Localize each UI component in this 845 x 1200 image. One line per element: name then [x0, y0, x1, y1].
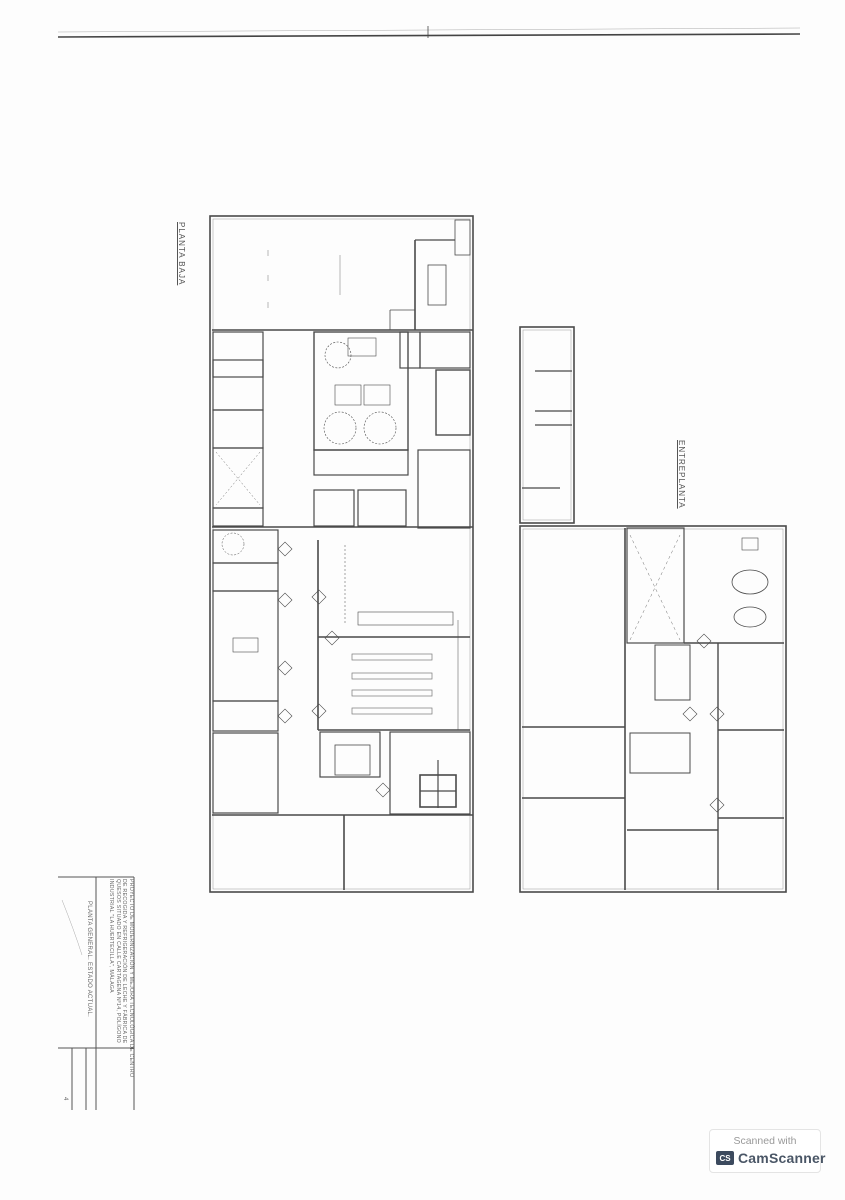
header-rule	[57, 26, 801, 38]
project-line-3: QUESOS SITUADO EN CALLE CARTAGENA Nº14, …	[115, 879, 121, 1043]
camscanner-logo-icon: CS	[716, 1151, 734, 1165]
project-description: PROYECTO DE MODERNIZACIÓN Y MEJORA TECNO…	[108, 879, 135, 1078]
entreplanta-plan	[519, 326, 787, 893]
sheet-number: 4	[62, 1097, 68, 1101]
watermark-brand: CS CamScanner	[716, 1150, 826, 1166]
title-block-frame	[58, 876, 135, 1110]
project-line-1: PROYECTO DE MODERNIZACIÓN Y MEJORA TECNO…	[128, 879, 134, 1078]
watermark-brand-name: CamScanner	[738, 1150, 826, 1166]
plan-label-planta-baja: PLANTA BAJA	[177, 222, 186, 286]
sheet-title: PLANTA GENERAL. ESTADO ACTUAL.	[86, 901, 92, 1018]
camscanner-watermark: Scanned with CS CamScanner	[709, 1129, 825, 1173]
plan-label-entreplanta: ENTREPLANTA	[677, 440, 686, 509]
project-line-4: INDUSTRIAL "LA HUERTECILLA", MÁLAGA	[108, 879, 115, 993]
planta-baja-plan	[209, 215, 474, 893]
watermark-caption: Scanned with	[733, 1135, 797, 1147]
title-block: PROYECTO DE MODERNIZACIÓN Y MEJORA TECNO…	[58, 875, 136, 1111]
